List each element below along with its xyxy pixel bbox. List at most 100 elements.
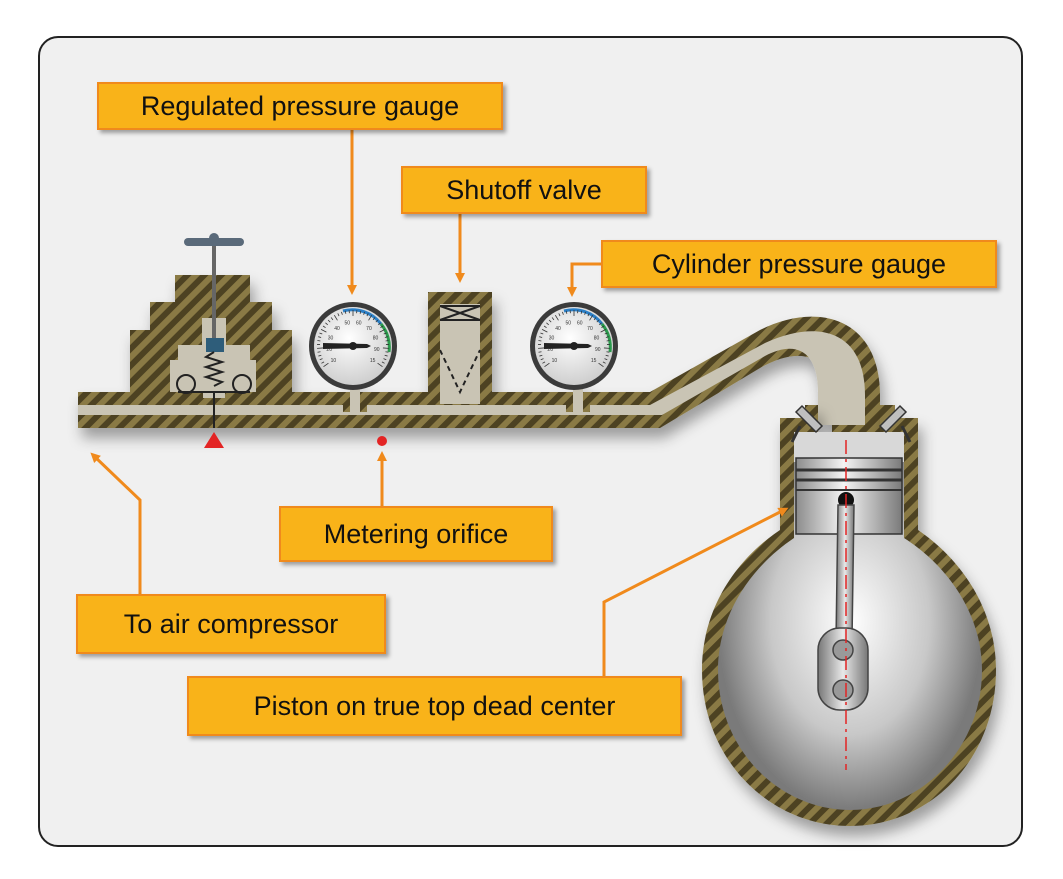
gauge-numeral: 15: [370, 358, 376, 364]
gauge-tick: [363, 311, 365, 315]
gauge-tick: [321, 361, 325, 364]
gauge-numeral: 10: [331, 358, 337, 364]
leader-piston: [602, 507, 789, 676]
gauge-numeral: 60: [577, 321, 583, 327]
gauge-tick: [319, 358, 323, 361]
gauge-tick: [327, 319, 331, 323]
main-pipe-bore: [78, 331, 865, 425]
gauge-numeral: 70: [366, 326, 372, 332]
gauge-tick: [604, 332, 608, 335]
gauge-tick: [323, 362, 329, 367]
gauge-numeral: 60: [356, 321, 362, 327]
check-valve-triangle: [204, 432, 224, 448]
gauge-tick: [359, 310, 362, 314]
gauge-tick: [593, 317, 597, 321]
gauge-tick: [600, 329, 607, 333]
gauge-tick: [384, 336, 388, 338]
gauge-tick: [554, 315, 559, 321]
gauge-tick: [384, 354, 388, 357]
gauge-tick: [601, 325, 605, 329]
gauge-numeral: 50: [344, 321, 350, 327]
callout-cylinder-pressure-gauge: Cylinder pressure gauge: [601, 240, 997, 288]
gauge-tick: [320, 329, 327, 333]
gauge-tick: [317, 351, 321, 353]
shutoff-valve-internals: [439, 305, 481, 395]
connecting-rod: [817, 504, 869, 711]
gauge-tick: [546, 322, 549, 326]
metering-orifice-mark: [377, 436, 387, 446]
gauge-numeral: 90: [374, 347, 380, 353]
leader-lines: [90, 128, 789, 676]
gauge-tick: [337, 313, 340, 317]
gauge-tick: [377, 362, 383, 367]
gauge-tick: [580, 310, 583, 314]
engine-valves: [790, 404, 912, 443]
gauge-numeral: 30: [328, 336, 334, 342]
gauge-tick: [540, 332, 544, 335]
gauge-tick: [318, 354, 322, 357]
callout-shutoff-valve: Shutoff valve: [401, 166, 647, 214]
gauge-numeral: 20: [547, 347, 553, 353]
gauge-numeral: 15: [591, 358, 597, 364]
callout-regulated-pressure-gauge: Regulated pressure gauge: [97, 82, 503, 130]
gauge-tick: [540, 358, 544, 361]
gauge-numeral: 70: [587, 326, 593, 332]
gauge-tick: [605, 336, 609, 338]
gauge-tick: [375, 319, 379, 323]
regulator-internals: [176, 233, 252, 448]
gauge-tick: [602, 361, 606, 364]
gauge-numeral: 80: [594, 336, 600, 342]
gauge-tick: [385, 351, 389, 353]
gauge-tick: [542, 361, 546, 364]
gauge-tick: [368, 315, 373, 321]
gauge-tick: [589, 315, 594, 321]
gauge-tick: [551, 317, 555, 321]
gauge-tick: [548, 319, 552, 323]
gauge-tick: [378, 322, 381, 326]
gauge-numeral: 20: [326, 347, 332, 353]
gauge-tick: [599, 322, 602, 326]
gauge-numeral: 80: [373, 336, 379, 342]
gauge-tick: [587, 313, 590, 317]
gauge-tick: [383, 332, 387, 335]
gauge-numeral: 10: [552, 358, 558, 364]
gauge-tick: [544, 362, 550, 367]
pipe-network: [78, 275, 880, 432]
callout-to-air-compressor: To air compressor: [76, 594, 386, 654]
gauge-tick: [539, 354, 543, 357]
gauge-numeral: 50: [565, 321, 571, 327]
gauge-tick: [606, 351, 610, 353]
gauge-tick: [318, 336, 322, 338]
callout-piston-tdc: Piston on true top dead center: [187, 676, 682, 736]
gauge-tick: [565, 310, 568, 314]
gauge-tick: [539, 336, 543, 338]
gauge-tick: [380, 325, 384, 329]
gauge-tick: [543, 325, 547, 329]
gauge-tick: [541, 329, 548, 333]
leader-cylinder-gauge: [567, 262, 604, 297]
gauge-tick: [562, 311, 564, 315]
gauge-numeral: 90: [595, 347, 601, 353]
gauge-tick: [604, 358, 608, 361]
gauge-tick: [605, 354, 609, 357]
gauge-tick: [596, 319, 600, 323]
gauge-tick: [322, 325, 326, 329]
gauge-tick: [558, 313, 561, 317]
gauge-tick: [584, 311, 586, 315]
gauge-numeral: 30: [549, 336, 555, 342]
gauge-tick: [598, 362, 604, 367]
crank-throw: [817, 627, 869, 711]
gauge-numeral: 40: [555, 326, 561, 332]
gauge-tick: [333, 315, 338, 321]
gauge-numeral: 40: [334, 326, 340, 332]
callout-metering-orifice: Metering orifice: [279, 506, 553, 562]
gauge-tick: [319, 332, 323, 335]
gauge-tick: [372, 317, 376, 321]
gauge-tick: [366, 313, 369, 317]
gauge-tick: [330, 317, 334, 321]
leader-air-compressor: [90, 452, 142, 594]
